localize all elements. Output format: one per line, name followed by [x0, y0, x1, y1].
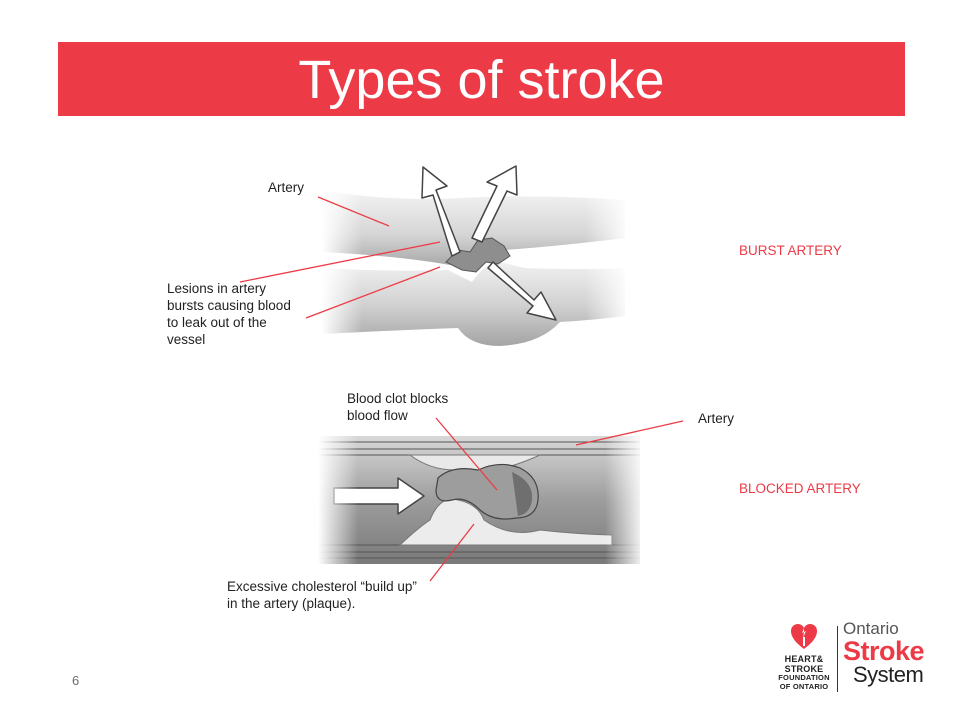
burst-artery-illustration: [322, 165, 630, 346]
burst-lesion-label-1: Lesions in artery: [167, 281, 266, 296]
arrow-up-left-icon: [421, 166, 461, 257]
burst-lesion-pointer-1: [239, 241, 441, 283]
blocked-artery-pointer: [575, 420, 684, 446]
blocked-clot-label-2: blood flow: [347, 408, 408, 423]
hs-line-4: OF ONTARIO: [779, 681, 829, 691]
burst-lower-wall: [322, 262, 625, 346]
page-number: 6: [72, 673, 80, 688]
burst-rupture-edge: [445, 237, 511, 273]
burst-arrows: [421, 165, 557, 321]
blocked-clot-pointer: [435, 417, 498, 491]
burst-artery-pointer: [317, 196, 390, 227]
burst-artery-tag: BURST ARTERY: [739, 243, 842, 258]
burst-lesion-label-4: vessel: [167, 332, 205, 347]
heart-and-stroke-logo: HEART& STROKE FOUNDATION OF ONTARIO: [775, 620, 833, 695]
hs-line-3: FOUNDATION: [778, 673, 830, 682]
hs-line-2: STROKE: [784, 664, 824, 674]
logo-divider: [837, 626, 838, 692]
burst-lesion-pointer-2: [305, 266, 441, 319]
burst-lesion-label-2: bursts causing blood: [167, 298, 291, 313]
slide-title: Types of stroke: [298, 50, 665, 110]
ontario-stroke-wordmark: Ontario Stroke System: [843, 620, 935, 686]
burst-lesion-label-3: to leak out of the: [167, 315, 267, 330]
heart-torch-icon: [791, 624, 817, 649]
os-line-2: Stroke: [843, 636, 925, 666]
burst-artery-label: Artery: [268, 180, 304, 195]
blood-clot: [435, 463, 539, 520]
blocked-artery-label: Artery: [698, 411, 734, 426]
os-line-1: Ontario: [843, 619, 899, 638]
ontario-stroke-system-logo: HEART& STROKE FOUNDATION OF ONTARIO Onta…: [775, 620, 935, 695]
blocked-artery-illustration: [318, 430, 645, 570]
title-banner: Types of stroke: [58, 42, 905, 116]
blocked-cholesterol-pointer: [429, 523, 475, 582]
bottom-plaque: [398, 498, 613, 546]
arrow-down-right-icon: [487, 261, 557, 321]
burst-upper-wall: [322, 190, 625, 265]
os-line-3: System: [853, 662, 924, 687]
blocked-clot-label-1: Blood clot blocks: [347, 391, 449, 406]
blocked-artery-tag: BLOCKED ARTERY: [739, 481, 861, 496]
hs-line-1: HEART&: [784, 654, 824, 664]
blocked-cholesterol-label-1: Excessive cholesterol “build up”: [227, 579, 417, 594]
arrow-up-right-icon: [471, 165, 518, 243]
blocked-cholesterol-label-2: in the artery (plaque).: [227, 596, 355, 611]
